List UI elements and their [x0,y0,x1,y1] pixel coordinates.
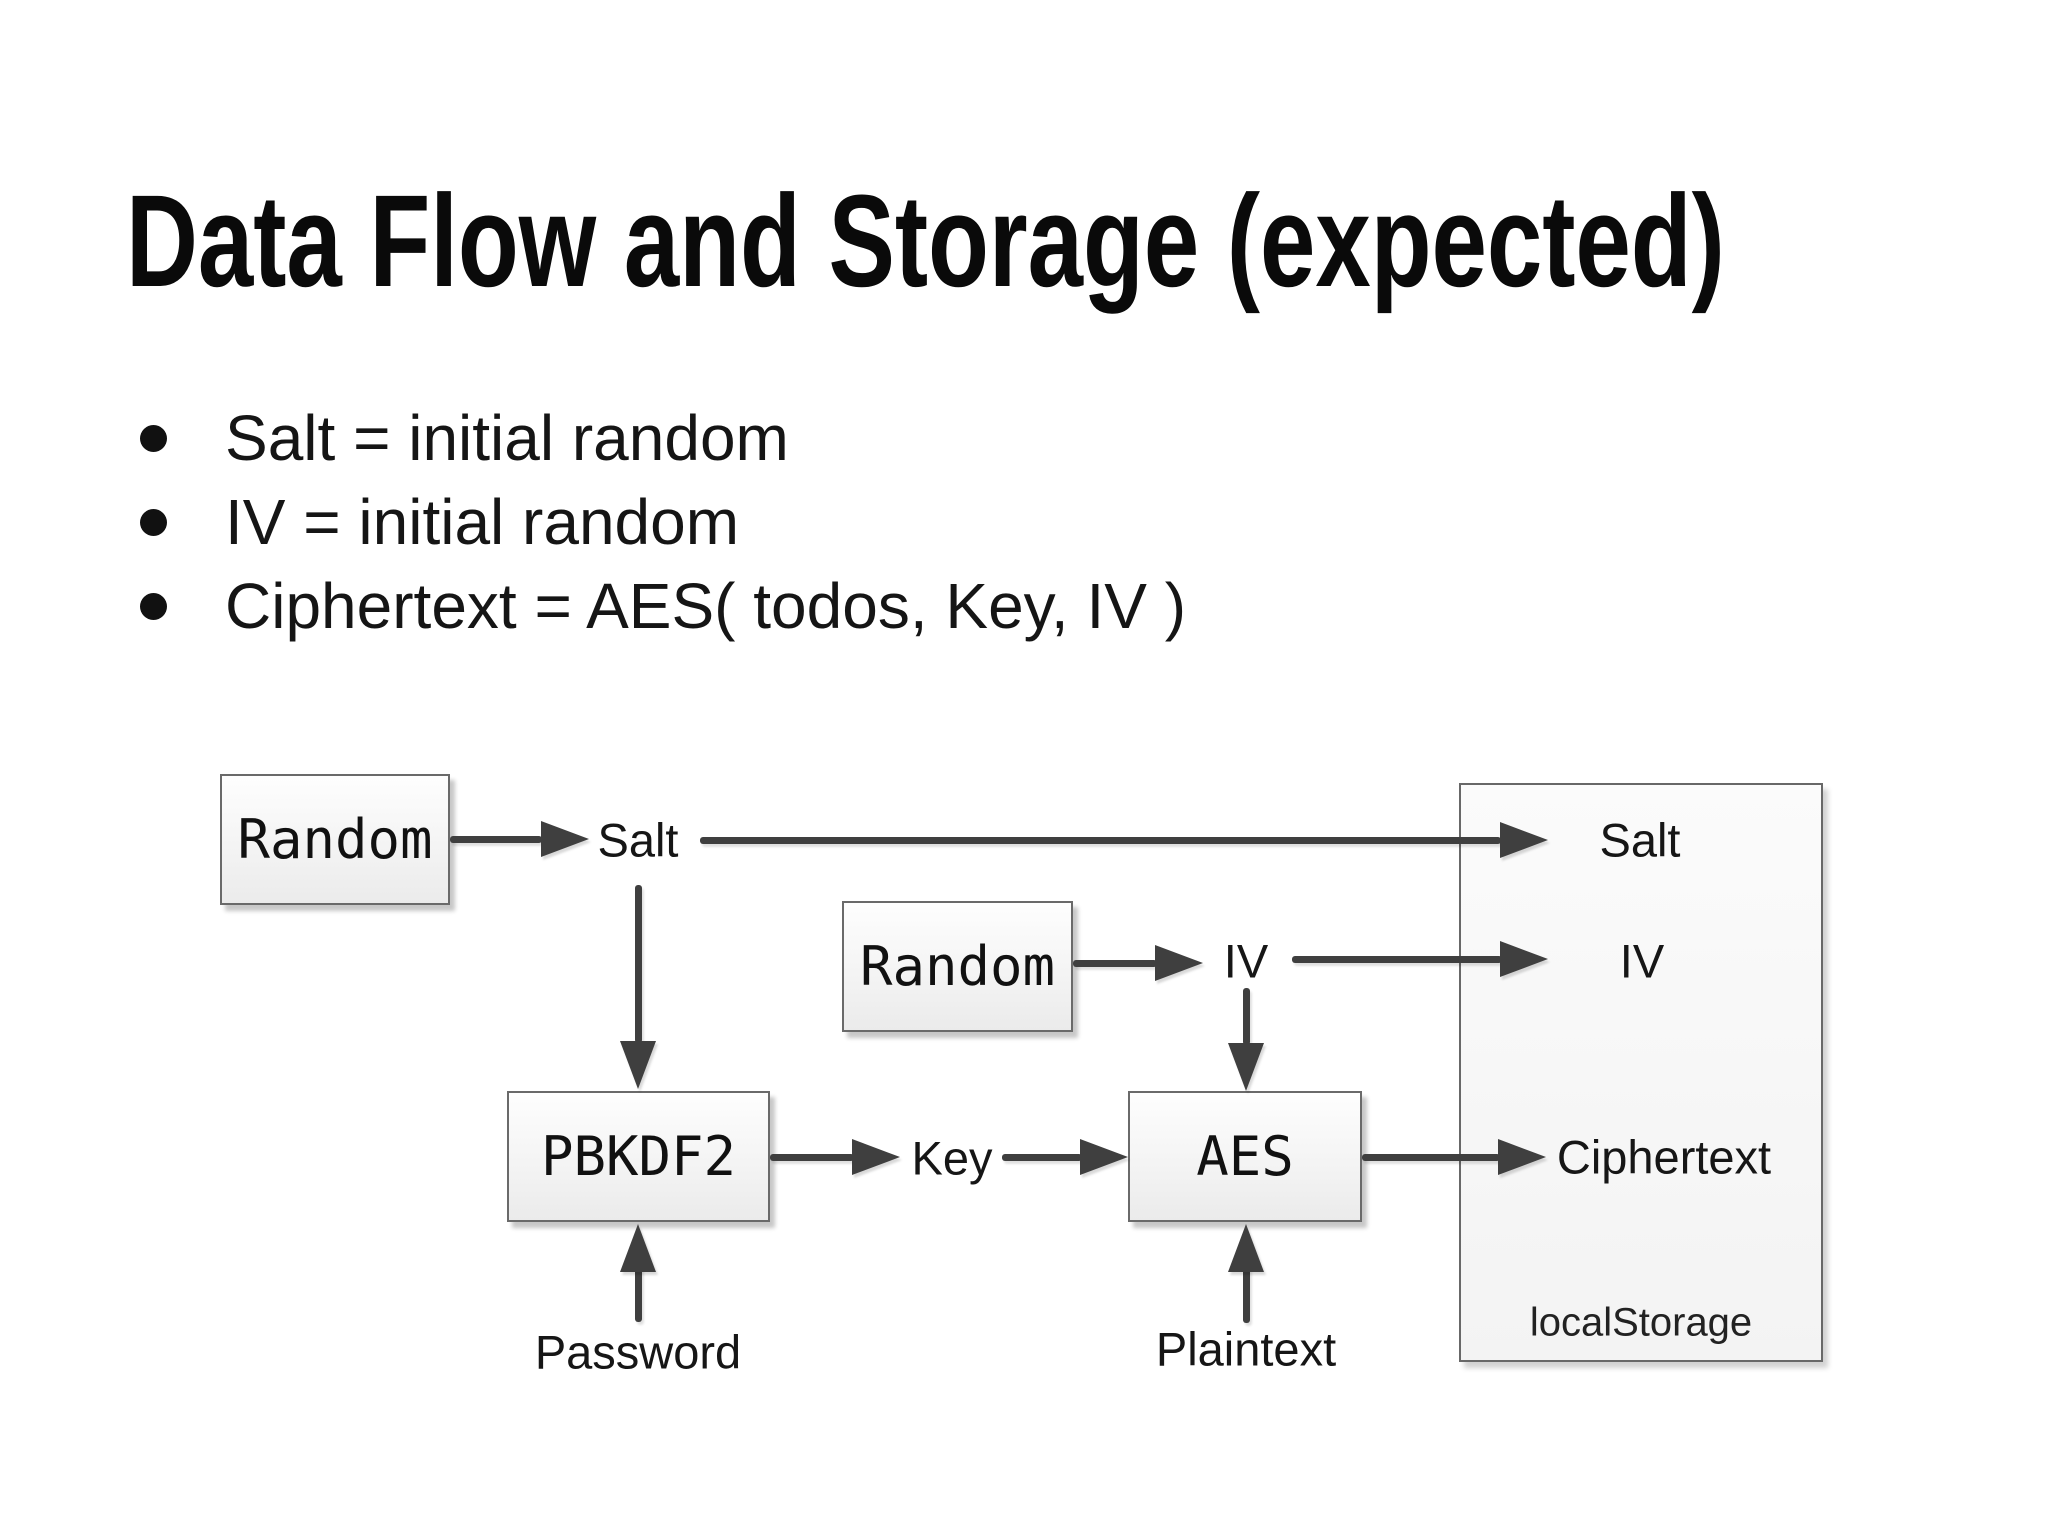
arrow-salt-to-pbkdf2-head [620,1041,656,1089]
arrow-iv-to-aes-line [1243,988,1250,1045]
arrow-salt-to-storage-head [1500,822,1548,858]
storage-ciphertext-label: Ciphertext [1556,1130,1772,1184]
bullet-dot [140,424,167,452]
arrow-pbkdf2-to-key-head [852,1139,900,1175]
node-pbkdf2: PBKDF2 [507,1091,770,1222]
bullet-item: Ciphertext = AES( todos, Key, IV ) [126,564,1186,648]
arrow-random-to-salt-head [541,821,589,857]
arrow-aes-to-ciphertext-line [1362,1154,1500,1161]
bullet-dot [140,508,167,536]
bullet-dot [140,592,167,620]
node-random-salt: Random [220,774,450,905]
arrow-salt-to-pbkdf2-line [635,885,642,1043]
arrow-random-to-salt-line [450,836,542,843]
key-label: Key [911,1131,993,1185]
salt-label: Salt [597,813,679,867]
arrow-key-to-aes-line [1002,1154,1082,1161]
arrow-key-to-aes-head [1080,1139,1128,1175]
slide-title: Data Flow and Storage (expected) [126,167,1725,314]
storage-caption: localStorage [1529,1300,1753,1345]
arrow-random-to-iv-head [1155,945,1203,981]
arrow-password-to-pbkdf2-head [620,1224,656,1272]
arrow-salt-to-storage-line [700,837,1501,844]
password-label: Password [534,1325,742,1379]
iv-label: IV [1223,934,1269,988]
bullet-text: Ciphertext = AES( todos, Key, IV ) [225,570,1187,642]
arrow-plaintext-to-aes-head [1228,1224,1264,1272]
arrow-plaintext-to-aes-line [1243,1266,1250,1323]
localstorage-box [1459,783,1823,1362]
arrow-iv-to-storage-head [1500,941,1548,977]
plaintext-label: Plaintext [1155,1322,1337,1376]
arrow-password-to-pbkdf2-line [635,1266,642,1322]
bullet-item: Salt = initial random [126,396,789,480]
bullet-item: IV = initial random [126,480,739,564]
storage-iv-label: IV [1619,934,1665,988]
arrow-iv-to-aes-head [1228,1043,1264,1091]
arrow-iv-to-storage-line [1292,956,1502,963]
node-random-iv: Random [842,901,1073,1032]
node-aes: AES [1128,1091,1362,1222]
bullet-text: Salt = initial random [225,402,789,474]
arrow-aes-to-ciphertext-head [1498,1139,1546,1175]
storage-salt-label: Salt [1599,813,1681,867]
arrow-random-to-iv-line [1073,960,1157,967]
bullet-text: IV = initial random [225,486,740,558]
arrow-pbkdf2-to-key-line [770,1154,854,1161]
